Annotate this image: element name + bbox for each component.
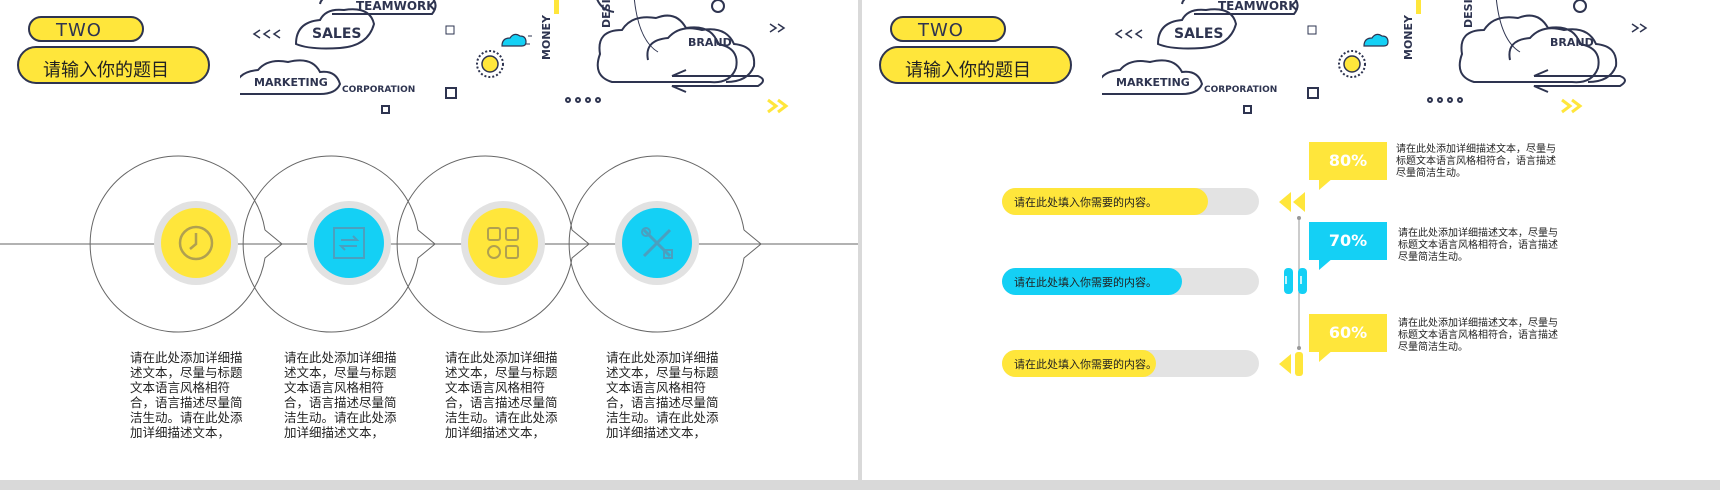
circle-outline-3 xyxy=(396,155,590,333)
page-title-text: 请输入你的题目 xyxy=(43,60,169,81)
teamwork-label: TEAMWORK xyxy=(356,0,436,13)
step-4-description: 请在此处添加详细描述文本，尽量与标题文本语言风格相符合，语言描述尽量简洁生动。请… xyxy=(606,350,719,440)
circle-outline-1 xyxy=(89,155,283,333)
progress-bar-1: 请在此处填入你需要的内容。 xyxy=(1002,188,1259,215)
section-tag: TWO xyxy=(890,16,1006,42)
progress-label-2: 请在此处填入你需要的内容。 xyxy=(1014,276,1157,289)
grid-icon xyxy=(487,227,519,259)
teamwork-banner xyxy=(319,0,437,15)
slide-right: TWO 请输入你的题目 TEAMWORK SALES MARKETING COR… xyxy=(862,0,1720,480)
page-title: 请输入你的题目 xyxy=(879,46,1072,84)
progress-fill-3 xyxy=(1002,350,1157,377)
pause-marker-right xyxy=(1298,268,1307,294)
money-label: MONEY xyxy=(540,14,553,60)
header-illustration: TEAMWORK SALES MARKETING CORPORATION MON… xyxy=(240,0,789,114)
progress-fill-1 xyxy=(1002,188,1208,215)
step-1-description: 请在此处添加详细描述文本，尽量与标题文本语言风格相符合，语言描述尽量简洁生动。请… xyxy=(130,350,243,440)
sales-cloud xyxy=(294,8,376,50)
percent-callout-1: 80% xyxy=(1309,142,1387,190)
step-3-disc xyxy=(461,201,545,285)
percent-description-1: 请在此处添加详细描述文本，尽量与标题文本语言风格相符合，语言描述尽量简洁生动。 xyxy=(1396,144,1556,179)
step-2-inner xyxy=(314,208,384,278)
progress-label-3: 请在此处填入你需要的内容。 xyxy=(1014,358,1157,371)
percent-description-2: 请在此处添加详细描述文本，尽量与标题文本语言风格相符合，语言描述尽量简洁生动。 xyxy=(1398,228,1558,263)
percent-value-3: 60% xyxy=(1309,314,1387,352)
brand-label: BRAND xyxy=(688,36,732,49)
step-2-disc xyxy=(307,201,391,285)
percent-callout-3: 60% xyxy=(1309,314,1387,362)
marketing-label: MARKETING xyxy=(254,76,328,89)
sales-label: SALES xyxy=(1174,26,1224,42)
timeline-circles xyxy=(0,155,858,333)
step-1-inner xyxy=(161,208,231,278)
clock-icon xyxy=(178,225,214,261)
step-3-description: 请在此处添加详细描述文本，尽量与标题文本语言风格相符合，语言描述尽量简洁生动。请… xyxy=(445,350,558,440)
teamwork-label: TEAMWORK xyxy=(1218,0,1298,13)
design-label: DESI xyxy=(600,0,613,28)
corporation-label: CORPORATION xyxy=(1204,85,1277,95)
circle-outline-4 xyxy=(568,155,762,333)
percent-callout-2: 70% xyxy=(1309,222,1387,270)
section-tag: TWO xyxy=(28,16,144,42)
progress-bar-3: 请在此处填入你需要的内容。 xyxy=(1002,350,1259,377)
section-tag-text: TWO xyxy=(56,20,102,41)
slide-left: TWO 请输入你的题目 TEAMWORK SALES MARKETIN xyxy=(0,0,858,480)
tools-icon xyxy=(641,227,673,259)
exchange-icon xyxy=(333,227,365,259)
sales-label: SALES xyxy=(312,26,362,42)
money-label: MONEY xyxy=(1402,14,1415,60)
header-illustration: TEAMWORK SALES MARKETING CORPORATION MON… xyxy=(1102,0,1648,114)
percent-value-2: 70% xyxy=(1309,222,1387,260)
step-2-description: 请在此处添加详细描述文本，尽量与标题文本语言风格相符合，语言描述尽量简洁生动。请… xyxy=(284,350,397,440)
brand-label: BRAND xyxy=(1550,36,1594,49)
progress-bar-2: 请在此处填入你需要的内容。 xyxy=(1002,268,1259,295)
design-label: DESI xyxy=(1462,0,1475,28)
percent-value-1: 80% xyxy=(1309,142,1387,180)
pause-marker-left xyxy=(1284,268,1293,294)
marketing-label: MARKETING xyxy=(1116,76,1190,89)
marketing-cloud xyxy=(240,59,342,95)
connector-markers xyxy=(1279,192,1307,376)
percent-description-3: 请在此处添加详细描述文本，尽量与标题文本语言风格相符合，语言描述尽量简洁生动。 xyxy=(1398,318,1558,353)
progress-fill-2 xyxy=(1002,268,1182,295)
page-title-text: 请输入你的题目 xyxy=(905,60,1031,81)
arrow-left-marker-1 xyxy=(1279,192,1305,212)
step-1-disc xyxy=(154,201,238,285)
corporation-label: CORPORATION xyxy=(342,85,415,95)
step-4-disc xyxy=(615,201,699,285)
arrow-left-marker-3 xyxy=(1279,354,1291,374)
progress-label-1: 请在此处填入你需要的内容。 xyxy=(1014,196,1157,209)
step-4-inner xyxy=(622,208,692,278)
brand-cloud xyxy=(596,14,738,84)
circle-outline-2 xyxy=(242,155,436,333)
section-tag-text: TWO xyxy=(918,20,964,41)
step-3-inner xyxy=(468,208,538,278)
page-title: 请输入你的题目 xyxy=(17,46,210,84)
